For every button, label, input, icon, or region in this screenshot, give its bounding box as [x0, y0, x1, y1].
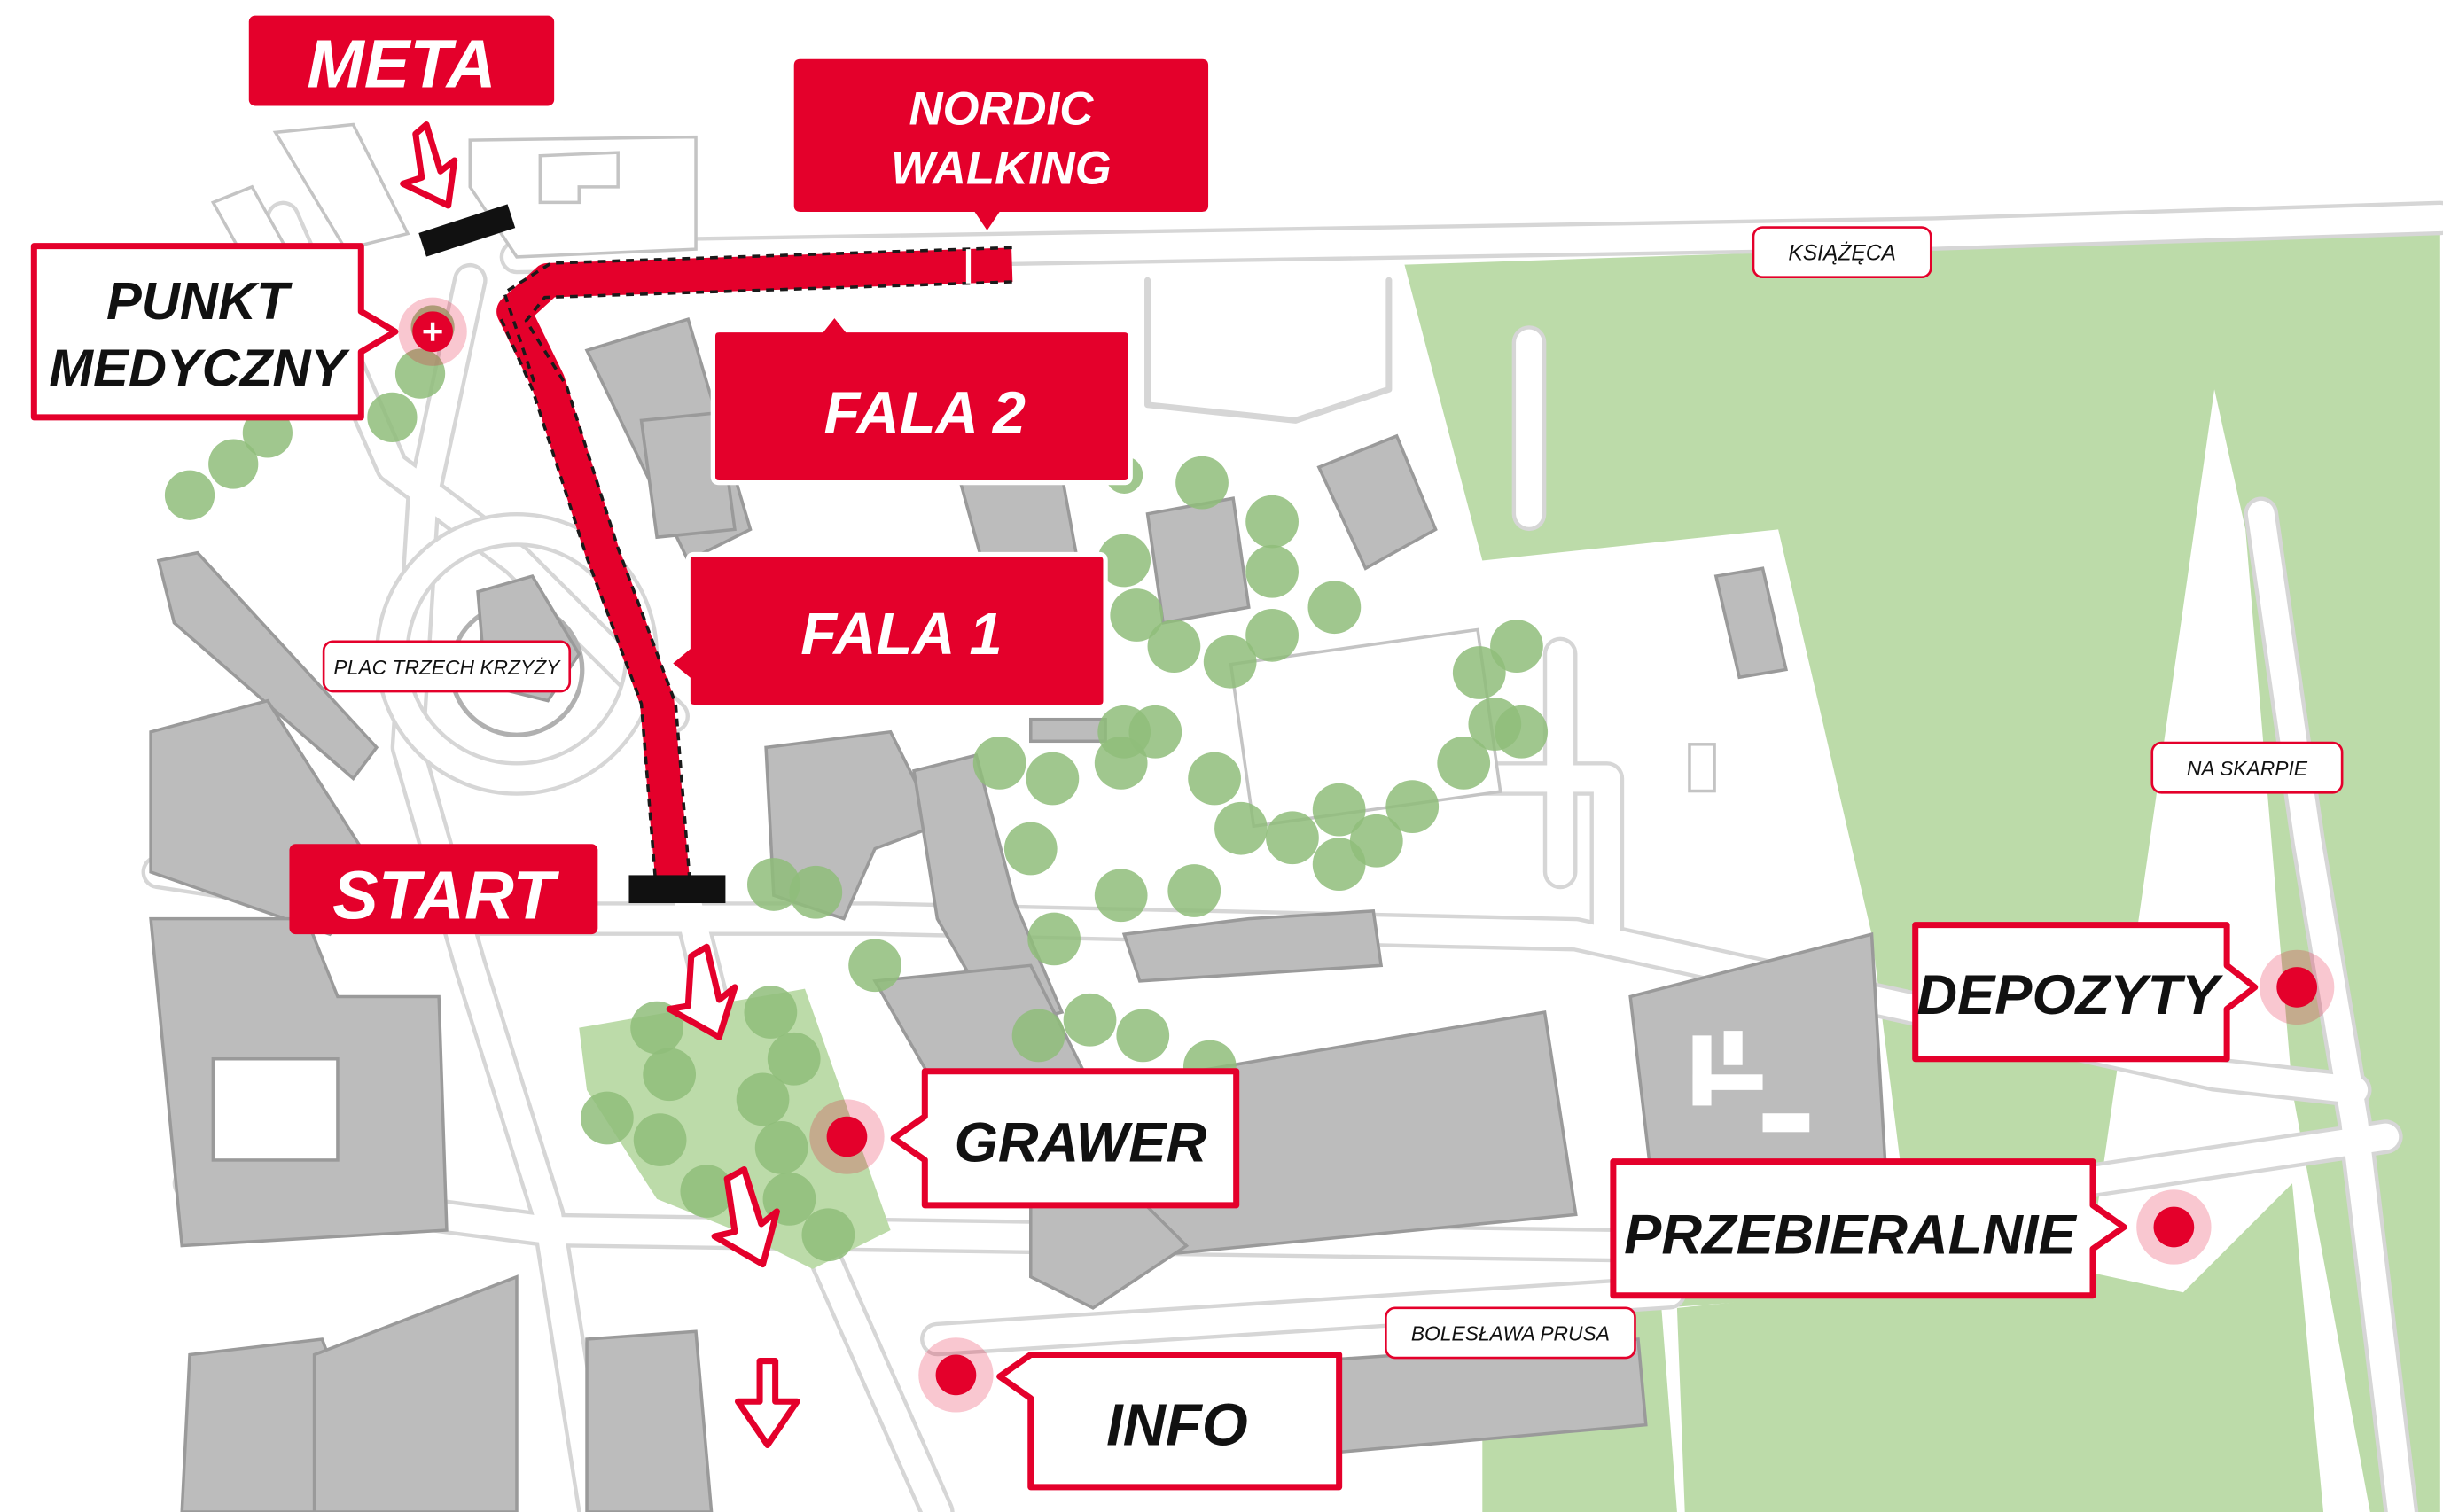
park-area-lower — [1676, 1183, 2324, 1512]
arrow-icon — [400, 121, 458, 209]
meta-label: META — [248, 15, 555, 106]
outline-buildings — [210, 122, 1716, 829]
street-ksiazeca: KSIĄŻĘCA — [1752, 226, 1932, 279]
przebieralnie-label: PRZEBIERALNIE — [1610, 1158, 2127, 1299]
race-route — [496, 246, 1013, 882]
street-na-skarpie-text: NA SKARPIE — [2187, 757, 2308, 780]
plus-icon — [423, 322, 442, 341]
street-boleslawa-text: BOLESŁAWA PRUSA — [1411, 1322, 1610, 1345]
przebieralnie-text: PRZEBIERALNIE — [1624, 1204, 2077, 1266]
meta-text: META — [307, 26, 496, 102]
nordic-walking-label: NORDIC WALKING — [793, 58, 1209, 231]
depozyty-point[interactable] — [2260, 949, 2335, 1025]
start-text: START — [332, 858, 559, 934]
nordic-text-line1: NORDIC — [909, 83, 1094, 136]
street-boleslawa-prusa: BOLESŁAWA PRUSA — [1385, 1306, 1636, 1360]
street-plac-trzech-krzyzy: PLAC TRZECH KRZYŻY — [322, 640, 572, 693]
punkt-medyczny-label: PUNKT MEDYCZNY — [30, 243, 399, 421]
park-area — [1404, 230, 2440, 1512]
fala1-text: FALA 1 — [800, 602, 1002, 667]
arrow-icon — [666, 943, 738, 1040]
info-point[interactable] — [918, 1337, 994, 1413]
grawer-label: GRAWER — [890, 1068, 1240, 1209]
arrow-icon — [734, 1358, 800, 1448]
start-line-marker — [628, 875, 726, 904]
street-plac-text: PLAC TRZECH KRZYŻY — [333, 656, 561, 679]
start-label: START — [289, 844, 598, 935]
trees — [164, 305, 1549, 1262]
street-na-skarpie: NA SKARPIE — [2150, 741, 2344, 794]
finish-line-marker — [418, 204, 516, 257]
grawer-point[interactable] — [809, 1099, 885, 1174]
punkt-text-line2: MEDYCZNY — [49, 339, 350, 398]
medical-point[interactable] — [398, 297, 467, 366]
fala1-label: FALA 1 — [666, 551, 1108, 710]
przebieralnie-point[interactable] — [2136, 1189, 2212, 1265]
building-cutouts — [1692, 1031, 1810, 1133]
grawer-text: GRAWER — [955, 1112, 1207, 1174]
fala2-text: FALA 2 — [824, 380, 1026, 446]
direction-arrows — [400, 121, 800, 1448]
street-ksiazeca-text: KSIĄŻĘCA — [1788, 241, 1896, 265]
depozyty-label: DEPOZYTY — [1912, 922, 2259, 1063]
info-label: INFO — [996, 1352, 1343, 1491]
punkt-text-line1: PUNKT — [106, 271, 293, 331]
nordic-text-line2: WALKING — [891, 142, 1112, 194]
depozyty-text: DEPOZYTY — [1916, 964, 2223, 1026]
info-text: INFO — [1106, 1392, 1247, 1458]
arrow-icon — [711, 1165, 780, 1268]
fala2-label: FALA 2 — [710, 310, 1133, 486]
